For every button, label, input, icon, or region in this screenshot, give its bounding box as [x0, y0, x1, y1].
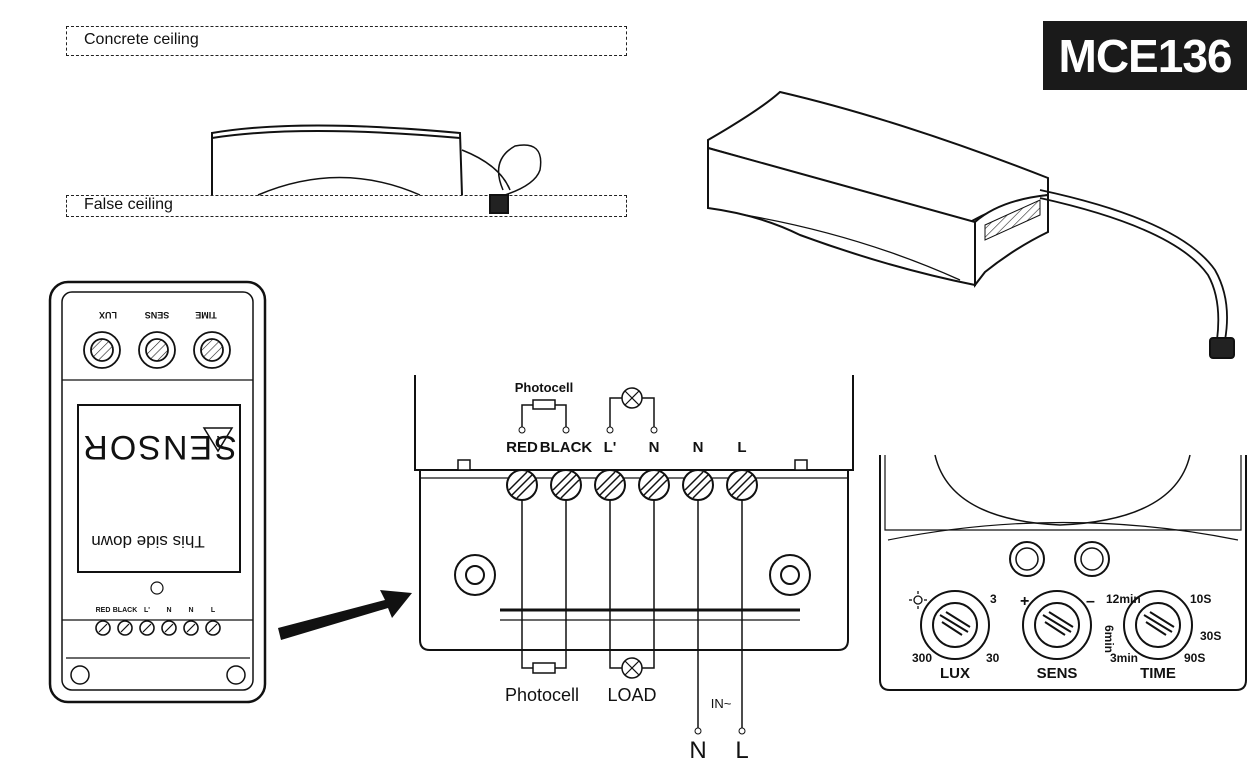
sensor-text: SENSOR — [81, 428, 237, 466]
housing-3d-view — [707, 90, 1235, 359]
photocell-top-label: Photocell — [515, 380, 574, 395]
false-ceiling-label: False ceiling — [84, 196, 173, 213]
lux-mark-3: 3 — [990, 592, 997, 606]
input-label: IN~ — [711, 696, 732, 711]
small-terminal-n2: N — [188, 607, 193, 614]
time-mark-30s: 30S — [1200, 629, 1221, 643]
concrete-ceiling-box — [66, 26, 627, 56]
small-terminal-lprime: L' — [144, 607, 150, 614]
module-front-view: TIME SENS LUX This side down SENSOR ! — [48, 280, 267, 704]
dial-lux-label: LUX — [940, 665, 970, 682]
small-time-label: TIME — [195, 310, 217, 320]
terminal-lprime-label: L' — [604, 439, 617, 456]
small-terminal-l: L — [211, 607, 216, 614]
concrete-ceiling-label: Concrete ceiling — [84, 31, 199, 48]
time-mark-12min: 12min — [1106, 592, 1141, 606]
this-side-down-text: This side down — [91, 532, 204, 551]
sens-mark-minus: – — [1086, 593, 1095, 610]
supply-l-label: L — [735, 737, 748, 763]
svg-text:!: ! — [216, 433, 220, 447]
sens-mark-plus: + — [1020, 593, 1029, 610]
small-lux-label: LUX — [99, 310, 117, 320]
terminal-l-label: L — [737, 439, 746, 456]
wiring-detail: RED BLACK L' N N L Photocell — [414, 375, 854, 763]
supply-n-label: N — [689, 737, 706, 763]
terminal-black-label: BLACK — [540, 439, 593, 456]
control-panel-detail: LUX 3 30 300 SENS + – TIME 12min 6min 3m… — [879, 454, 1247, 691]
small-terminal-n1: N — [166, 607, 171, 614]
load-label: LOAD — [607, 685, 656, 705]
terminal-n2-label: N — [693, 439, 704, 456]
false-ceiling-box — [66, 195, 627, 217]
terminal-n1-label: N — [649, 439, 660, 456]
time-mark-6min: 6min — [1102, 625, 1116, 653]
side-view-sensor — [211, 124, 542, 214]
model-badge: MCE136 — [1043, 21, 1247, 90]
time-mark-3min: 3min — [1110, 651, 1138, 665]
time-mark-10s: 10S — [1190, 592, 1211, 606]
dial-sens-label: SENS — [1037, 665, 1078, 682]
small-sens-label: SENS — [145, 310, 170, 320]
small-terminal-red: RED — [96, 607, 111, 614]
arrow-icon — [278, 590, 412, 640]
dial-time-label: TIME — [1140, 665, 1176, 682]
small-terminal-black: BLACK — [113, 607, 138, 614]
terminal-red-label: RED — [506, 439, 538, 456]
photocell-bottom-label: Photocell — [505, 685, 579, 705]
lux-mark-30: 30 — [986, 651, 1000, 665]
time-mark-90s: 90S — [1184, 651, 1205, 665]
lux-mark-300: 300 — [912, 651, 932, 665]
